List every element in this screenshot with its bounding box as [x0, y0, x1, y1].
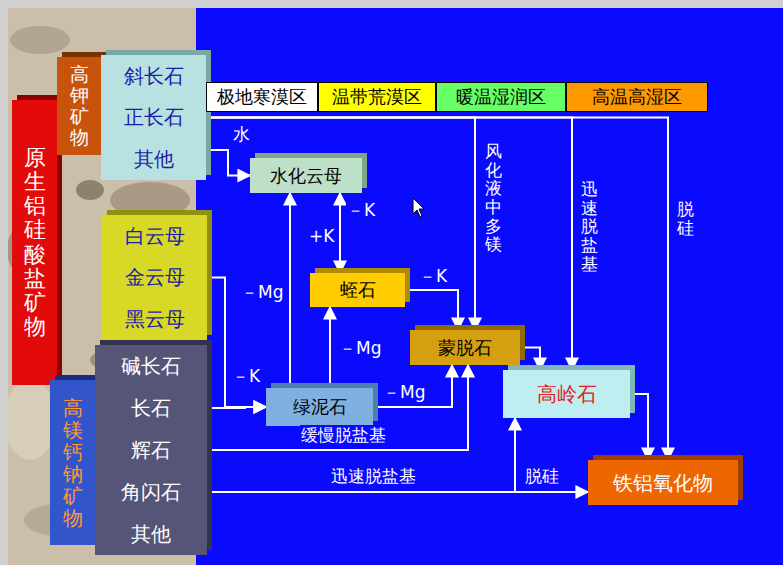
node-text: 高岭石: [537, 382, 597, 406]
edge-label: 脱硅: [524, 466, 560, 486]
node-text: 暖温湿润区: [456, 86, 546, 108]
blue-panel: [196, 8, 783, 565]
connector-arrow: [206, 150, 250, 176]
mineral-box: 水化云母: [250, 158, 362, 193]
rock-spot: [76, 180, 104, 200]
group-band: 原生铝硅酸盐矿物: [12, 100, 57, 385]
edge-label: +K: [308, 226, 335, 246]
node-text: 温带荒漠区: [332, 86, 422, 108]
edge-label: 迅速脱盐基: [580, 180, 599, 273]
node-text: 辉石: [131, 438, 171, 462]
rock-spot: [110, 182, 190, 218]
connector-arrow: [339, 193, 341, 273]
mineral-list: 斜长石正长石其他: [101, 55, 206, 180]
connector-arrow: [289, 193, 291, 388]
zone-header: 暖温湿润区: [436, 82, 566, 112]
node-text: 高温高湿区: [592, 86, 682, 108]
node-text: 绿泥石: [293, 396, 347, 418]
connector-arrow: [207, 407, 266, 408]
mineral-box: 绿泥石: [266, 388, 373, 426]
node-text: 其他: [131, 522, 171, 546]
connector-arrow: [630, 394, 648, 460]
edge-label: 风化液中多镁: [484, 142, 503, 254]
edge-label: 缓慢脱盐基: [300, 425, 387, 445]
zone-header: 极地寒漠区: [206, 82, 318, 112]
edge-label: 脱硅: [676, 200, 695, 237]
node-text: 金云母: [125, 265, 185, 289]
mineral-list: 碱长石长石辉石角闪石其他: [95, 345, 207, 555]
node-text: 蛭石: [340, 279, 376, 301]
node-text: 角闪石: [121, 480, 181, 504]
edge-label: －Mg: [338, 338, 382, 358]
node-text: 极地寒漠区: [217, 86, 307, 108]
node-text: 原生铝硅酸盐矿物: [24, 146, 46, 340]
zone-header: 温带荒漠区: [318, 82, 436, 112]
mineral-box: 高岭石: [503, 370, 630, 418]
mineral-list: 白云母金云母黑云母: [102, 215, 207, 340]
node-text: 白云母: [125, 224, 185, 248]
node-text: 正长石: [124, 105, 184, 129]
mineral-box: 蒙脱石: [410, 330, 520, 365]
node-text: 碱长石: [121, 354, 181, 378]
connector-arrow: [206, 118, 572, 371]
edge-label: －K: [231, 366, 261, 386]
node-text: 水化云母: [270, 165, 342, 187]
edge-label: 水: [232, 124, 251, 144]
mineral-box: 蛭石: [310, 273, 405, 307]
node-text: 高镁钙钠矿物: [63, 397, 83, 529]
connector-arrow: [329, 307, 331, 388]
edge-label: －Mg: [382, 382, 426, 402]
connector-arrow: [405, 290, 458, 330]
connector-arrow: [339, 193, 341, 273]
node-text: 黑云母: [125, 307, 185, 331]
group-label: 高钾矿物: [57, 57, 101, 155]
connector-arrow: [206, 118, 475, 331]
node-text: 铁铝氧化物: [613, 471, 713, 495]
edge-label: －K: [346, 200, 376, 220]
connector-arrow: [207, 365, 468, 450]
rock-spot: [10, 26, 70, 54]
connector-arrow: [207, 418, 515, 492]
connector-arrow: [206, 118, 668, 461]
rock-spot: [8, 380, 56, 460]
zone-header: 高温高湿区: [566, 82, 708, 112]
connector-arrow: [373, 365, 452, 407]
node-text: 斜长石: [124, 64, 184, 88]
node-text: 长石: [131, 396, 171, 420]
edge-label: －Mg: [240, 282, 284, 302]
node-text: 高钾矿物: [70, 64, 89, 148]
mouse-cursor: [413, 198, 424, 217]
edge-label: 迅速脱盐基: [330, 466, 417, 486]
mineral-box: 铁铝氧化物: [588, 460, 738, 505]
group-label: 高镁钙钠矿物: [50, 380, 95, 545]
node-text: 蒙脱石: [438, 337, 492, 359]
connector-arrow: [520, 348, 540, 371]
node-text: 其他: [134, 147, 174, 171]
edge-label: －K: [418, 266, 448, 286]
